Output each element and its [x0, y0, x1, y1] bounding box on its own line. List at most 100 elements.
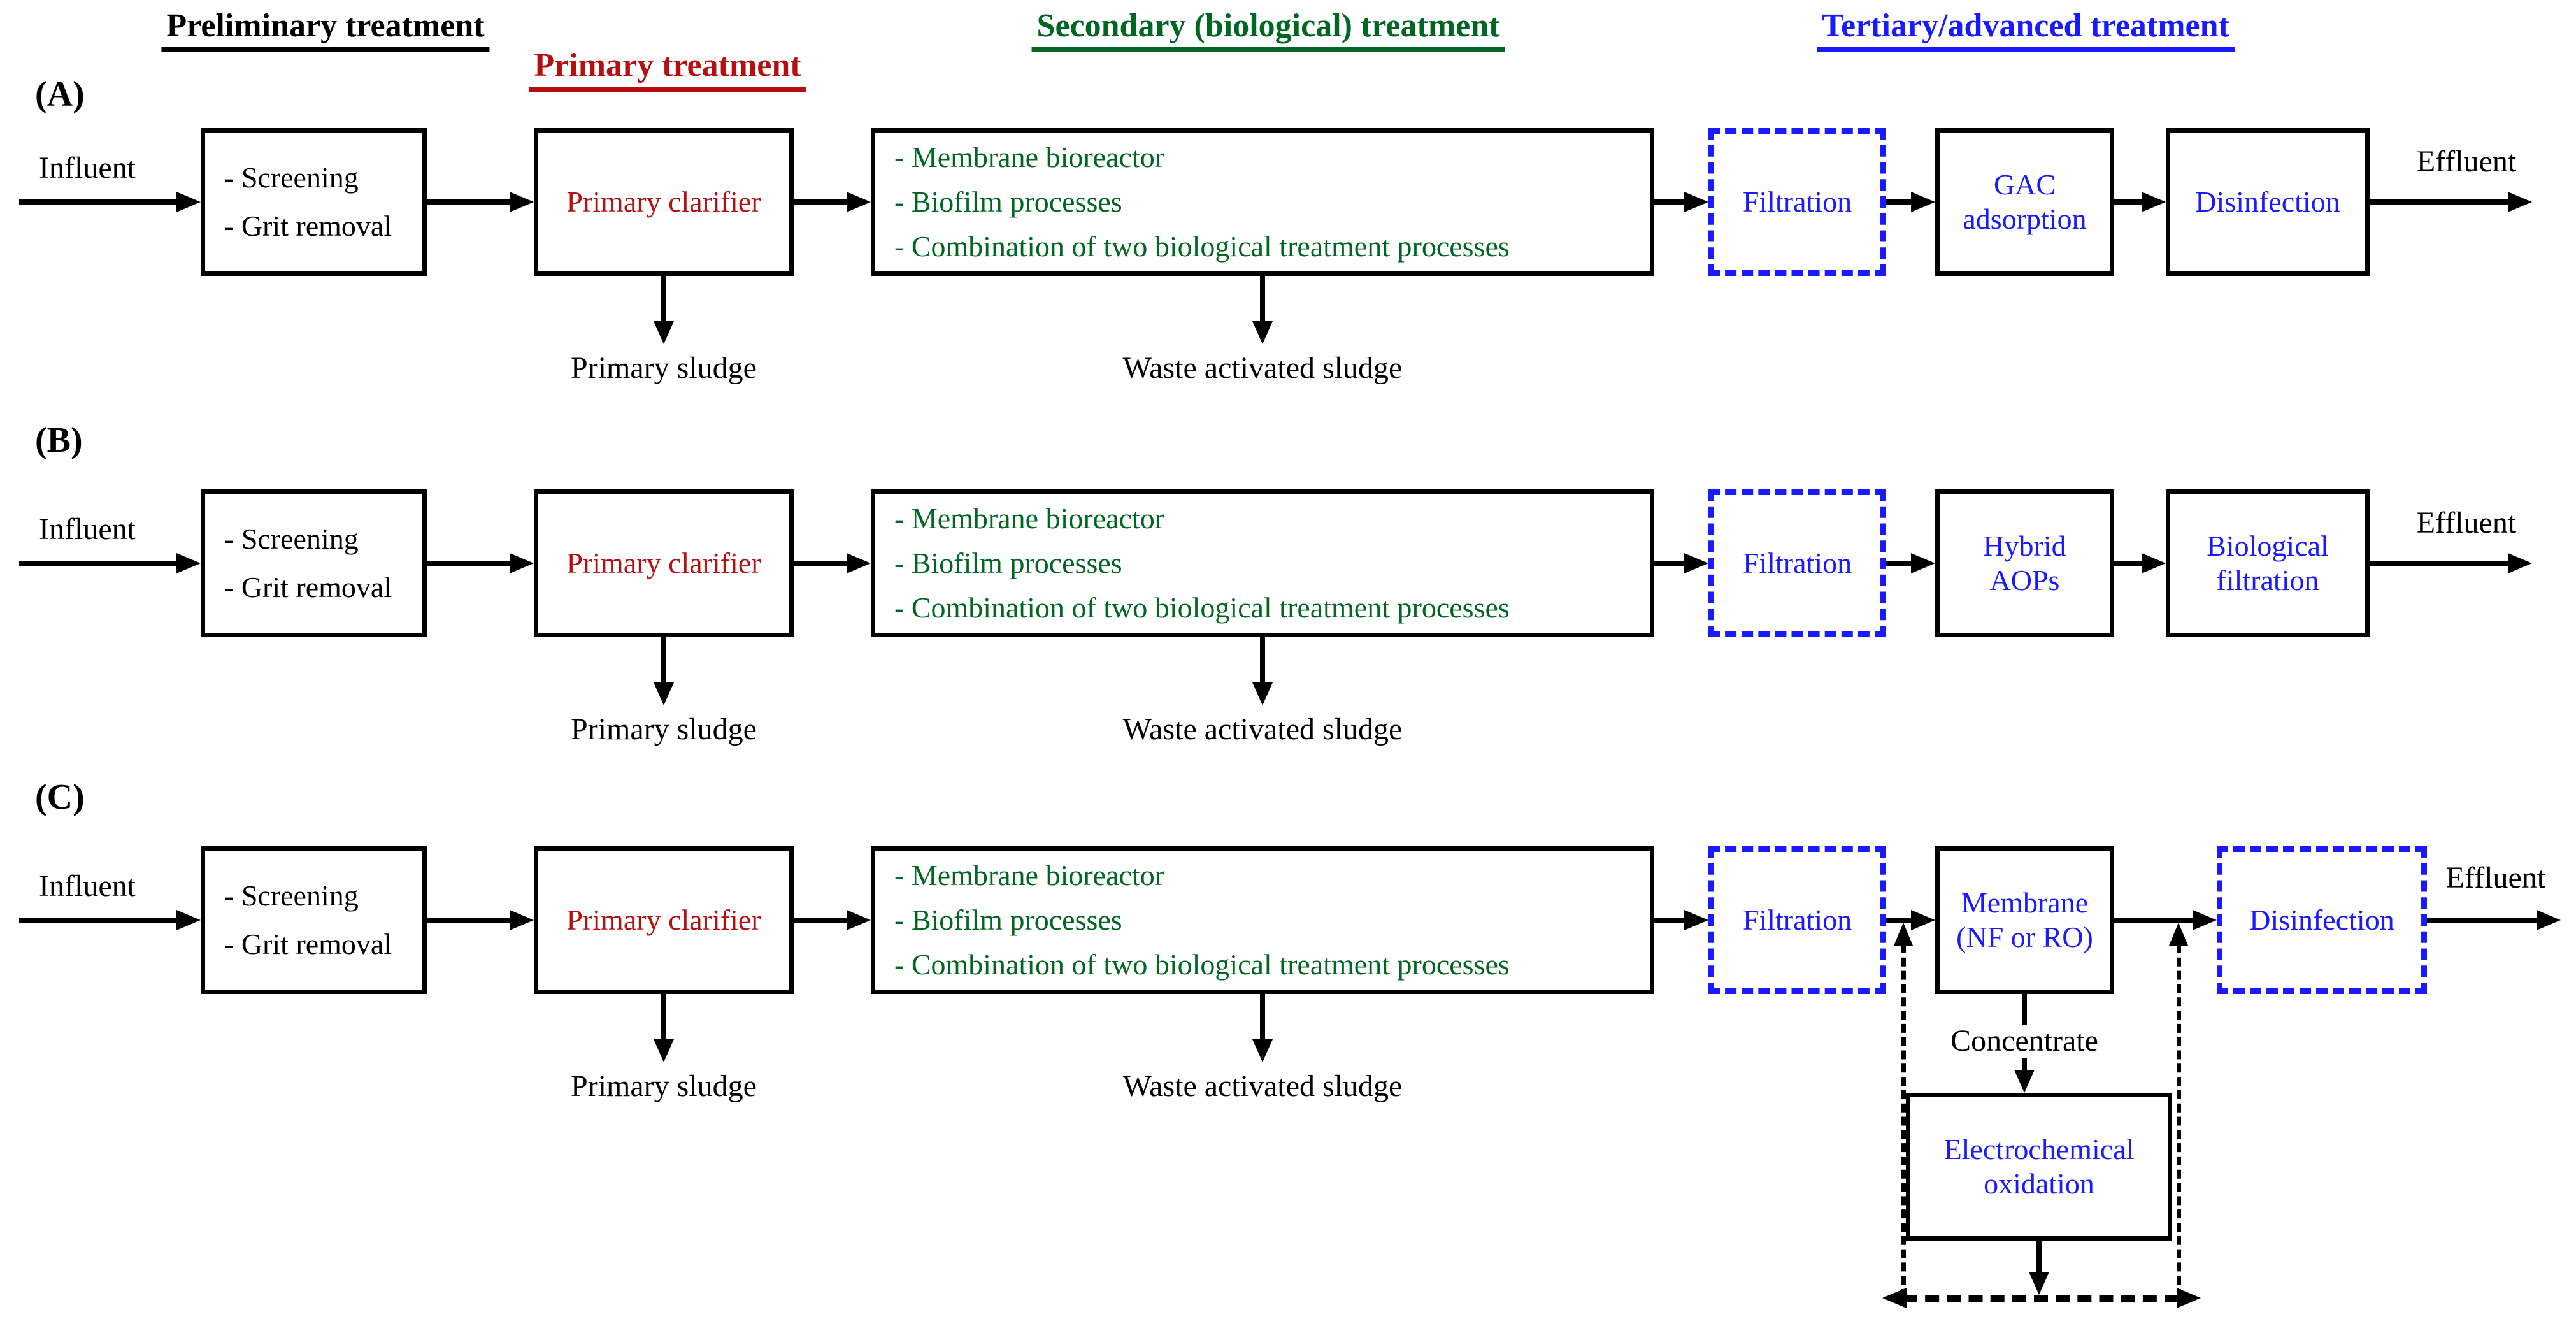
membrane-nf-ro-box: Membrane (NF or RO) — [1935, 846, 2114, 994]
primary-clarifier-box: Primary clarifier — [534, 846, 794, 994]
flow-line — [19, 561, 182, 566]
flow-line — [794, 918, 852, 923]
arrowhead-right-icon — [510, 910, 534, 930]
filtration-label: Filtration — [1742, 903, 1852, 936]
recycle-dashed-line-bottom — [1903, 1295, 2179, 1302]
arrowhead-down-icon — [1252, 682, 1273, 705]
primary-sludge-label: Primary sludge — [571, 1069, 757, 1103]
flow-line — [2370, 561, 2513, 566]
secondary-line: - Biofilm processes — [894, 185, 1122, 218]
sludge-line — [1260, 276, 1265, 324]
arrowhead-right-icon — [847, 553, 871, 573]
recycle-dashed-line-left — [1901, 944, 1906, 1298]
arrowhead-right-icon — [1684, 553, 1708, 573]
arrowhead-right-icon — [176, 192, 201, 212]
flow-line — [2427, 918, 2537, 923]
filtration-box: Filtration — [1708, 489, 1886, 637]
preliminary-line: - Screening — [224, 879, 359, 912]
hybrid-aops-label: Hybrid AOPs — [1983, 529, 2066, 596]
secondary-line: - Combination of two biological treatmen… — [894, 591, 1510, 624]
flow-line — [427, 918, 515, 923]
arrowhead-down-icon — [2029, 1272, 2049, 1295]
concentrate-label: Concentrate — [1944, 1024, 2105, 1058]
disinfection-box: Disinfection — [2166, 128, 2370, 276]
arrowhead-up-icon — [2169, 923, 2188, 946]
secondary-line: - Combination of two biological treatmen… — [894, 948, 1510, 981]
flow-line — [1654, 561, 1689, 566]
flow-line — [1886, 918, 1916, 923]
waste-activated-sludge-label: Waste activated sludge — [1122, 1069, 1403, 1103]
flow-line — [2114, 561, 2147, 566]
flow-line — [1654, 918, 1689, 923]
membrane-nf-ro-label: Membrane (NF or RO) — [1956, 886, 2093, 953]
arrowhead-right-icon — [1684, 192, 1708, 212]
primary-clarifier-label: Primary clarifier — [566, 546, 761, 579]
arrowhead-right-icon — [176, 553, 201, 573]
preliminary-treatment-box: - Screening - Grit removal — [201, 489, 427, 637]
sludge-line — [661, 276, 666, 324]
preliminary-line: - Grit removal — [224, 928, 392, 960]
waste-activated-sludge-label: Waste activated sludge — [1122, 351, 1403, 385]
filtration-label: Filtration — [1742, 185, 1852, 218]
gac-adsorption-label: GAC adsorption — [1963, 168, 2087, 235]
flow-line — [1886, 199, 1916, 205]
secondary-line: - Membrane bioreactor — [894, 858, 1165, 891]
row-label-b: (B) — [35, 421, 83, 460]
preliminary-line: - Screening — [224, 522, 359, 555]
primary-sludge-label: Primary sludge — [571, 712, 757, 746]
filtration-label: Filtration — [1742, 546, 1852, 579]
arrowhead-down-icon — [1252, 321, 1273, 344]
secondary-line: - Biofilm processes — [894, 903, 1122, 936]
row-label-c: (C) — [35, 777, 85, 817]
arrowhead-right-icon — [510, 553, 534, 573]
disinfection-label: Disinfection — [2249, 903, 2394, 936]
disinfection-box: Disinfection — [2217, 846, 2427, 994]
arrowhead-right-icon — [1911, 553, 1935, 573]
filtration-box: Filtration — [1708, 128, 1886, 276]
arrowhead-right-icon — [2142, 192, 2166, 212]
influent-label: Influent — [39, 869, 136, 903]
electrochemical-oxidation-label: Electrochemical oxidation — [1943, 1132, 2135, 1200]
flow-line — [427, 561, 515, 566]
preliminary-line: - Screening — [224, 161, 359, 194]
arrowhead-right-icon — [176, 910, 201, 930]
effluent-label: Effluent — [2445, 861, 2546, 895]
biological-filtration-label: Biological filtration — [2207, 529, 2329, 596]
flow-line — [2370, 199, 2513, 205]
header-preliminary-treatment: Preliminary treatment — [161, 8, 490, 53]
arrowhead-right-icon — [2537, 910, 2561, 930]
hybrid-aops-box: Hybrid AOPs — [1935, 489, 2114, 637]
arrowhead-right-icon — [1911, 910, 1935, 930]
electrochemical-oxidation-box: Electrochemical oxidation — [1906, 1093, 2172, 1241]
waste-activated-sludge-label: Waste activated sludge — [1122, 712, 1403, 746]
header-secondary-treatment: Secondary (biological) treatment — [1031, 8, 1505, 53]
arrowhead-left-icon — [1882, 1288, 1907, 1308]
primary-clarifier-box: Primary clarifier — [534, 128, 794, 276]
arrowhead-down-icon — [654, 321, 674, 344]
primary-sludge-label: Primary sludge — [571, 351, 757, 385]
secondary-line: - Membrane bioreactor — [894, 140, 1165, 173]
secondary-line: - Membrane bioreactor — [894, 501, 1165, 535]
gac-adsorption-box: GAC adsorption — [1935, 128, 2114, 276]
arrowhead-down-icon — [2014, 1070, 2035, 1093]
secondary-treatment-box: - Membrane bioreactor - Biofilm processe… — [871, 846, 1654, 994]
flow-line — [2114, 199, 2147, 205]
effluent-label: Effluent — [2416, 145, 2517, 178]
header-tertiary-treatment: Tertiary/advanced treatment — [1817, 8, 2235, 53]
filtration-box: Filtration — [1708, 846, 1886, 994]
row-label-a: (A) — [35, 75, 85, 114]
preliminary-line: - Grit removal — [224, 210, 392, 242]
secondary-line: - Biofilm processes — [894, 546, 1122, 579]
arrowhead-right-icon — [2177, 1288, 2201, 1308]
biological-filtration-box: Biological filtration — [2166, 489, 2370, 637]
secondary-line: - Combination of two biological treatmen… — [894, 230, 1510, 263]
secondary-treatment-box: - Membrane bioreactor - Biofilm processe… — [871, 489, 1654, 637]
primary-clarifier-label: Primary clarifier — [566, 903, 761, 936]
arrowhead-down-icon — [654, 682, 674, 705]
header-primary-treatment: Primary treatment — [529, 47, 806, 92]
flow-line — [19, 199, 182, 205]
preliminary-treatment-box: - Screening - Grit removal — [201, 846, 427, 994]
flow-line — [2114, 918, 2198, 923]
flow-line — [19, 918, 182, 923]
